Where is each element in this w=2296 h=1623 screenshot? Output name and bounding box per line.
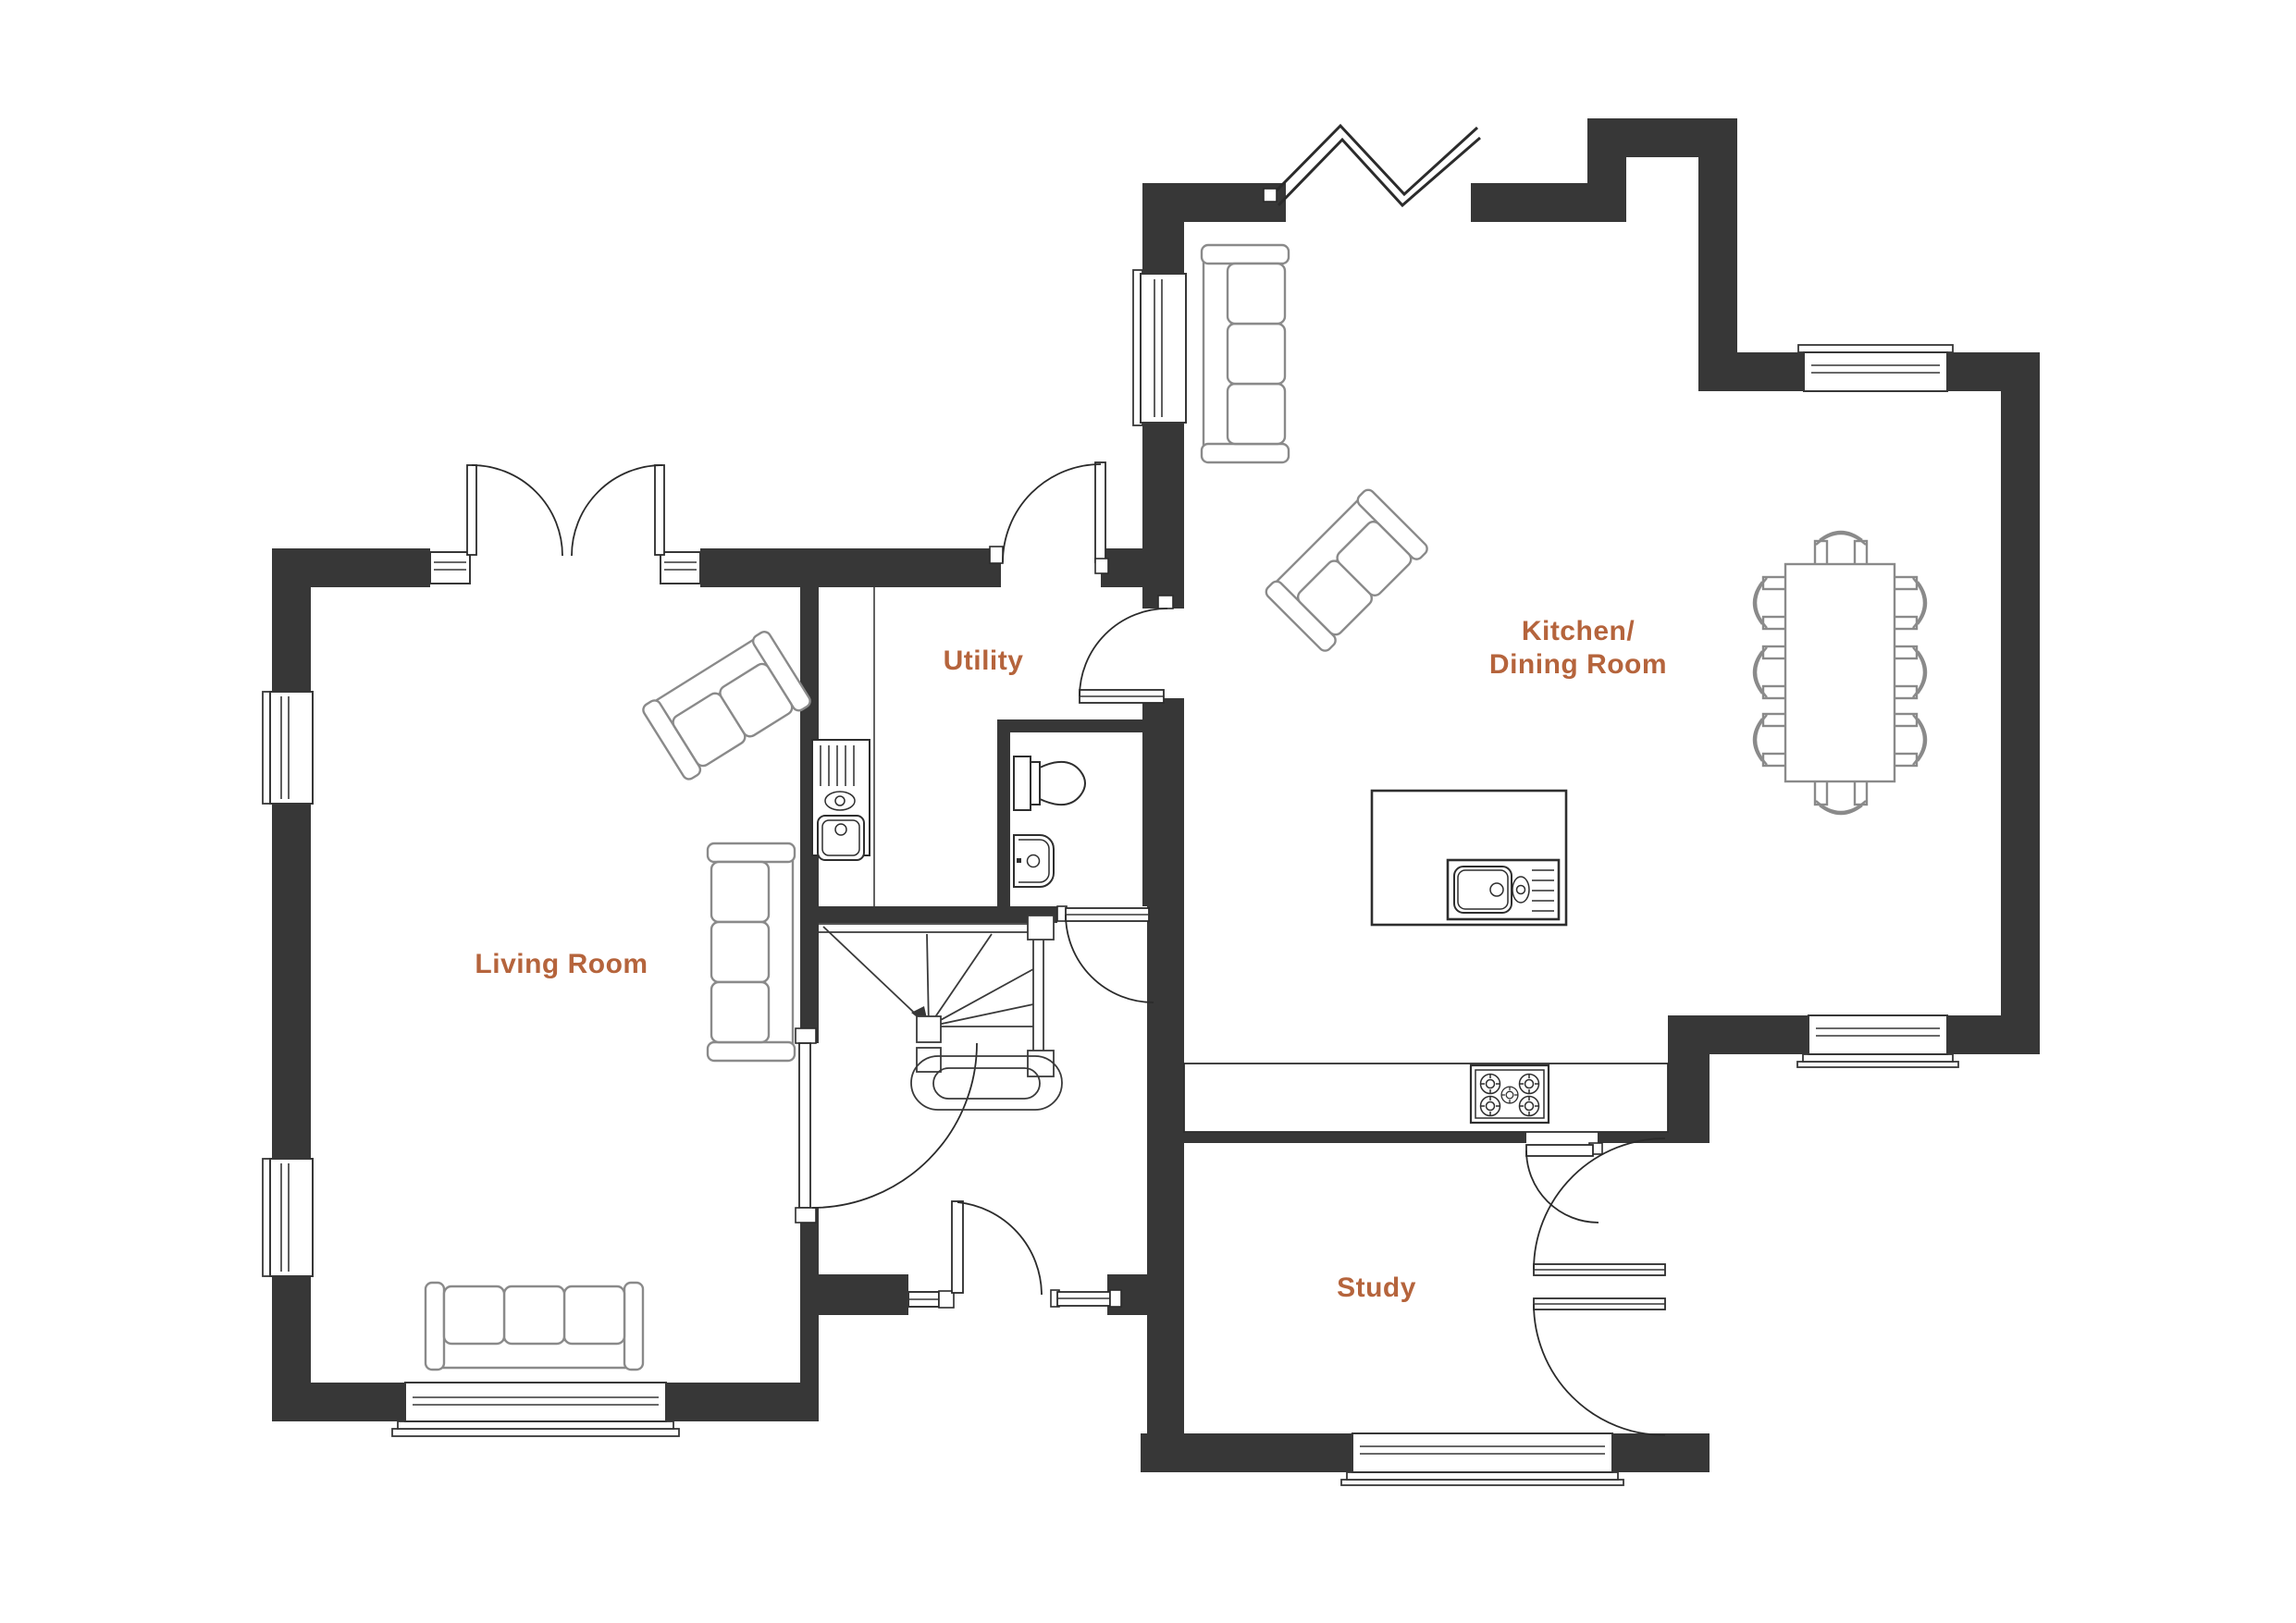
kitchen-island-with-sink	[1370, 789, 1568, 927]
utility-to-kitchen-door	[1079, 595, 1174, 704]
kitchen-top-window	[1797, 344, 1954, 392]
dining-table	[1784, 562, 1896, 783]
living-room-french-double-doors	[466, 464, 665, 557]
porch-sidelight	[907, 1291, 940, 1308]
front-entrance-door	[938, 1200, 1122, 1309]
study-bottom-window	[1340, 1432, 1624, 1486]
french-door-sidelight-left	[429, 551, 471, 584]
living-room-label: Living Room	[475, 949, 648, 979]
hall-tall-window	[1132, 269, 1187, 426]
kitchen-dining-label-line1: Kitchen/	[1522, 616, 1636, 646]
kitchen-sofa-angled	[1262, 486, 1431, 655]
utility-label: Utility	[944, 646, 1024, 676]
walls	[272, 118, 2040, 1472]
french-door-sidelight-right	[660, 551, 701, 584]
living-room-left-window-1	[262, 691, 314, 805]
dining-set	[1752, 530, 1928, 816]
study-label: Study	[1337, 1273, 1416, 1303]
kitchen-to-study-door	[1525, 1142, 1603, 1223]
break-line	[1263, 123, 1481, 208]
kitchen-dining-label-line2: Dining Room	[1489, 649, 1667, 680]
kitchen-bottom-window	[1796, 1014, 1959, 1068]
staircase	[819, 915, 1063, 1111]
wc-hand-basin	[1013, 834, 1055, 888]
furniture	[424, 243, 1928, 1371]
doors	[466, 461, 1666, 1436]
utility-sink-unit	[811, 739, 870, 861]
room-labels: Living Room Utility Kitchen/ Dining Room…	[475, 616, 1667, 1303]
fixtures	[811, 587, 1669, 1133]
living-room-sofa-angled	[639, 628, 814, 783]
kitchen-counter	[1183, 1063, 1669, 1133]
living-room-left-window-2	[262, 1158, 314, 1277]
windows	[262, 269, 1959, 1486]
utility-back-door	[989, 461, 1109, 574]
living-room-sofa-right	[706, 842, 796, 1063]
living-room-sofa-bottom	[424, 1281, 645, 1371]
wc-toilet	[1013, 756, 1086, 811]
living-room-door	[795, 1027, 978, 1223]
study-double-doors	[1533, 1137, 1666, 1436]
hall-to-kitchen-door	[1056, 905, 1154, 1003]
kitchen-sofa-left	[1200, 243, 1290, 464]
five-burner-hob	[1469, 1064, 1550, 1125]
living-room-bottom-window	[391, 1382, 680, 1437]
